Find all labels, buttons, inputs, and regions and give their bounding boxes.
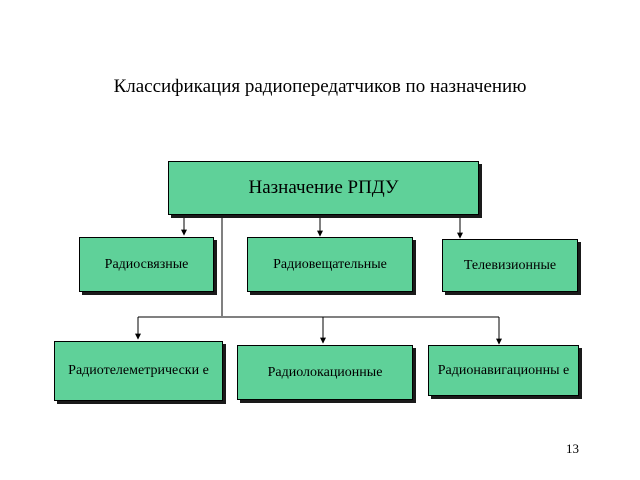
node-radiosvyaznye: Радиосвязные xyxy=(79,237,214,292)
node-label: Радиовещательные xyxy=(273,256,387,272)
node-radioveshchatelnye: Радиовещательные xyxy=(247,237,413,292)
node-label: Радионавигационны е xyxy=(437,362,570,378)
node-label: Радиолокационные xyxy=(267,364,383,380)
root-node-label: Назначение РПДУ xyxy=(248,177,399,199)
node-televizionnye: Телевизионные xyxy=(442,239,578,292)
node-label: Телевизионные xyxy=(463,257,557,273)
node-radiotelemetricheskie: Радиотелеметрически е xyxy=(54,341,223,401)
node-radionavigatsionnye: Радионавигационны е xyxy=(428,345,579,396)
node-radiolokatsionnye: Радиолокационные xyxy=(237,345,413,400)
root-node: Назначение РПДУ xyxy=(168,161,479,215)
slide-title: Классификация радиопередатчиков по назна… xyxy=(113,76,527,97)
node-label: Радиосвязные xyxy=(104,256,189,272)
node-label: Радиотелеметрически е xyxy=(68,363,209,379)
page-number: 13 xyxy=(566,441,579,456)
